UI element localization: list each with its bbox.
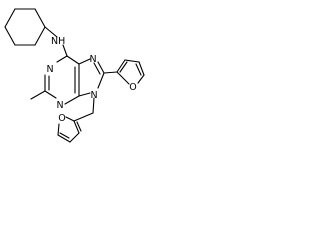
bond-ch2-furan [73, 112, 94, 122]
bond [59, 132, 70, 139]
bond [57, 123, 60, 136]
bond [138, 61, 145, 76]
bond [4, 8, 16, 28]
bond [4, 26, 16, 46]
atom-label-nh: NH [51, 36, 65, 47]
bond [119, 61, 128, 73]
bond [97, 61, 105, 74]
bond [103, 71, 118, 74]
cyclohexyl-ring [4, 8, 46, 46]
atom-label-n7: N [89, 54, 96, 65]
bond [78, 92, 91, 97]
bond [73, 120, 80, 134]
atom-label-n9: N [90, 90, 97, 101]
bond [65, 116, 75, 122]
molecule-structure: NH N N N N O O [4, 8, 145, 143]
bond [124, 59, 140, 63]
bond [57, 134, 71, 143]
bond [135, 63, 142, 76]
bond [64, 95, 80, 105]
bond [34, 26, 46, 46]
bond [78, 58, 91, 65]
bond-c6-nh [62, 44, 68, 57]
bond-c2-methyl [30, 90, 46, 100]
bond [76, 121, 82, 132]
bond [97, 72, 105, 89]
bond-nh-cyclohexyl [44, 26, 58, 38]
atom-label-o-lower: O [58, 113, 65, 124]
bond [137, 74, 145, 84]
bond [93, 62, 101, 75]
bond [56, 55, 68, 63]
bond [69, 132, 80, 143]
imidazole-ring [78, 58, 105, 97]
furan-ring-lower [57, 116, 82, 143]
bond-n9-ch2 [92, 97, 95, 114]
furan-ring-upper [103, 59, 145, 85]
bond [116, 59, 126, 73]
bond [116, 71, 130, 85]
bond [44, 90, 57, 99]
bond [34, 8, 46, 28]
atom-label-n3: N [56, 100, 63, 111]
bond [66, 55, 80, 65]
atom-label-n1: N [46, 64, 53, 75]
atom-label-o-upper: O [129, 82, 136, 93]
pyrimidine-ring [44, 55, 80, 105]
